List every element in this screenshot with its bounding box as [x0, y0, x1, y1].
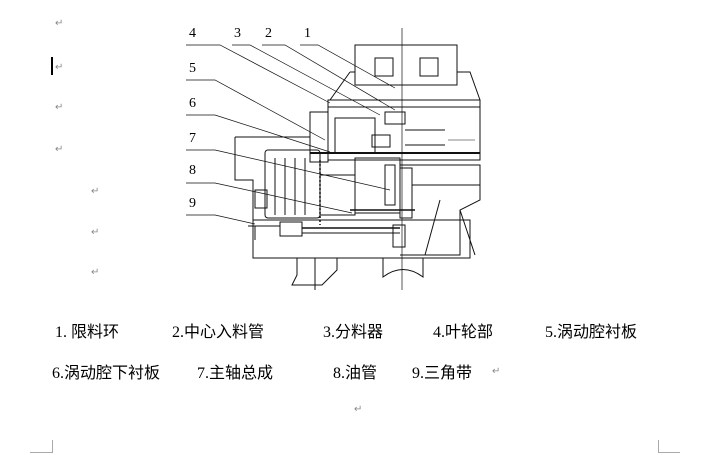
callout-7: 7 [189, 131, 196, 146]
callout-9: 9 [189, 196, 196, 211]
paragraph-mark: ↵ [55, 102, 64, 113]
paragraph-mark: ↵ [55, 18, 64, 29]
callout-5: 5 [189, 61, 196, 76]
paragraph-mark: ↵ [492, 366, 501, 377]
paragraph-mark: ↵ [91, 186, 100, 197]
paragraph-mark: ↵ [91, 267, 100, 278]
page-corner-mark [658, 452, 680, 453]
callout-8: 8 [189, 163, 196, 178]
legend-item-1: 1. 限料环 [55, 324, 120, 341]
legend-item-6: 6.涡动腔下衬板 [52, 365, 161, 382]
paragraph-mark: ↵ [91, 227, 100, 238]
legend-item-2: 2.中心入料管 [172, 324, 265, 341]
callout-1: 1 [304, 26, 311, 41]
paragraph-mark: ↵ [354, 404, 363, 415]
callout-4: 4 [189, 26, 196, 41]
page-corner-mark [658, 440, 659, 453]
legend-item-5: 5.涡动腔衬板 [545, 324, 638, 341]
legend-item-3: 3.分料器 [323, 324, 384, 341]
text-cursor [51, 57, 53, 75]
legend-item-7: 7.主轴总成 [197, 365, 274, 382]
page-corner-mark [52, 440, 53, 453]
legend-item-9: 9.三角带 [412, 365, 473, 382]
page-corner-mark [30, 452, 52, 453]
legend-item-4: 4.叶轮部 [433, 324, 494, 341]
callout-6: 6 [189, 96, 196, 111]
legend-item-8: 8.油管 [333, 365, 378, 382]
paragraph-mark: ↵ [55, 62, 64, 73]
callout-2: 2 [265, 26, 272, 41]
paragraph-mark: ↵ [55, 144, 64, 155]
callout-3: 3 [234, 26, 241, 41]
